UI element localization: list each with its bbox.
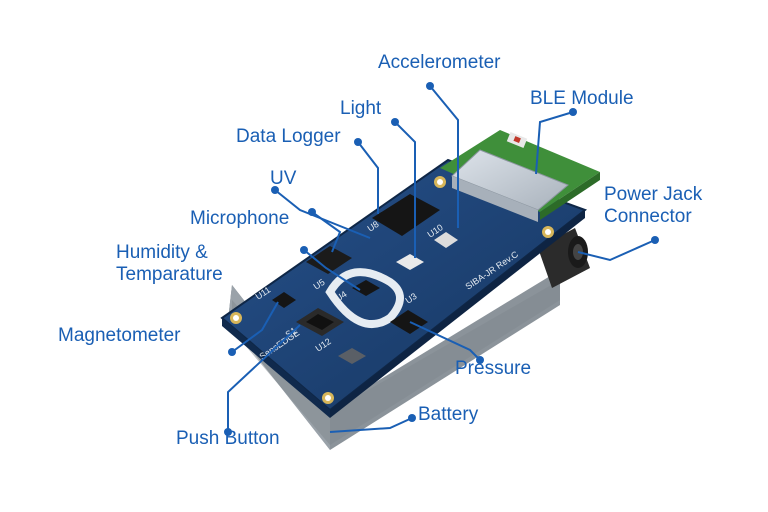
light-sensor-component [396, 254, 424, 270]
label-battery: Battery [418, 404, 479, 425]
data-logger-chip [372, 194, 440, 236]
label-power-jack-line1: Power Jack [604, 184, 703, 205]
ble-module-board [440, 130, 600, 222]
label-microphone: Microphone [190, 208, 290, 229]
pcb-board [220, 158, 588, 418]
label-ble-module: BLE Module [530, 88, 634, 109]
label-magnetometer: Magnetometer [58, 325, 181, 346]
label-push-button: Push Button [176, 428, 280, 449]
label-power-jack-line2: Connector [604, 206, 692, 227]
label-pressure: Pressure [455, 358, 532, 379]
label-humidity-line2: Temparature [116, 264, 223, 285]
microphone-component [306, 246, 352, 274]
label-humidity-line1: Humidity & [116, 242, 208, 263]
push-button-component [296, 308, 344, 336]
humidity-sensor-component [325, 268, 404, 329]
accelerometer-component [434, 232, 458, 248]
label-power-jack-connector: Power Jack Connector [604, 184, 702, 228]
pressure-sensor-component [390, 310, 428, 334]
label-humidity-temperature: Humidity & Temparature [116, 242, 223, 286]
label-accelerometer: Accelerometer [378, 52, 501, 73]
label-data-logger: Data Logger [236, 126, 341, 147]
label-light: Light [340, 98, 382, 119]
leader-lines [224, 82, 659, 436]
u12-component [338, 348, 366, 364]
label-uv: UV [270, 168, 297, 189]
